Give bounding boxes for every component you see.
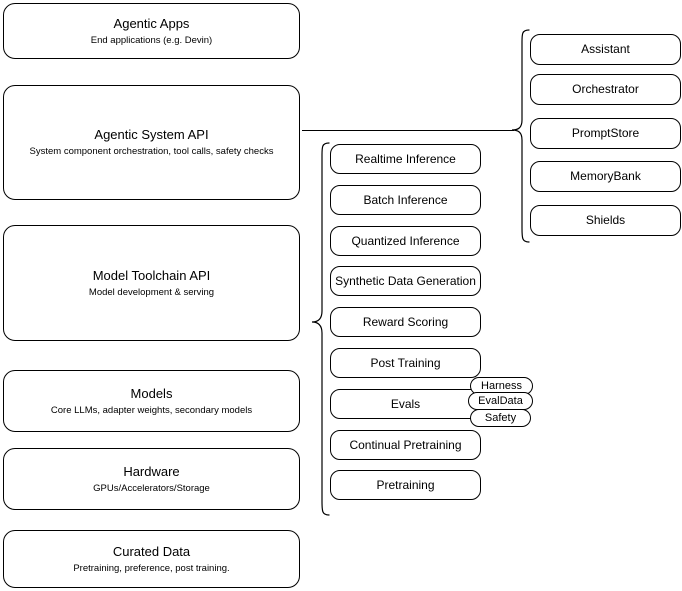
layer-subtitle: GPUs/Accelerators/Storage [93, 482, 210, 494]
evals-subitem-label: Safety [484, 411, 517, 424]
layer-title: Agentic System API [94, 127, 209, 142]
toolchain-label: Reward Scoring [362, 314, 449, 329]
evals-subitem-label: Harness [481, 379, 522, 392]
layer-subtitle: Pretraining, preference, post training. [73, 562, 230, 574]
toolchain-label: Synthetic Data Generation [335, 273, 476, 288]
layer-subtitle: Model development & serving [88, 286, 215, 298]
connector-horizontal-line [302, 130, 514, 131]
layer-subtitle: System component orchestration, tool cal… [29, 146, 274, 157]
evals-subitem-evaldata[interactable]: EvalData [468, 392, 533, 410]
component-label: Orchestrator [572, 82, 639, 96]
toolchain-label: Continual Pretraining [349, 437, 462, 452]
connector-system-api-to-components [302, 126, 514, 134]
layer-box-model-toolchain-api[interactable]: Model Toolchain API Model development & … [3, 225, 300, 341]
toolchain-box-synthetic-data-generation[interactable]: Synthetic Data Generation [330, 266, 481, 296]
evals-subitem-label: EvalData [478, 394, 523, 407]
component-box-promptstore[interactable]: PromptStore [530, 118, 681, 149]
toolchain-label: Pretraining [376, 477, 435, 492]
toolchain-box-reward-scoring[interactable]: Reward Scoring [330, 307, 481, 337]
toolchain-label: Batch Inference [363, 192, 448, 207]
layer-title: Curated Data [112, 543, 191, 559]
component-box-memorybank[interactable]: MemoryBank [530, 161, 681, 192]
toolchain-box-pretraining[interactable]: Pretraining [330, 470, 481, 500]
toolchain-box-quantized-inference[interactable]: Quantized Inference [330, 226, 481, 256]
layer-title: Models [130, 385, 173, 401]
toolchain-box-realtime-inference[interactable]: Realtime Inference [330, 144, 481, 174]
component-label: MemoryBank [570, 169, 641, 183]
toolchain-box-continual-pretraining[interactable]: Continual Pretraining [330, 430, 481, 460]
layer-box-curated-data[interactable]: Curated Data Pretraining, preference, po… [3, 530, 300, 588]
toolchain-box-evals[interactable]: Evals [330, 389, 481, 419]
layer-box-agentic-system-api[interactable]: Agentic System API System component orch… [3, 85, 300, 200]
component-box-assistant[interactable]: Assistant [530, 34, 681, 65]
layer-box-models[interactable]: Models Core LLMs, adapter weights, secon… [3, 370, 300, 432]
toolchain-label: Evals [390, 396, 421, 411]
layer-box-hardware[interactable]: Hardware GPUs/Accelerators/Storage [3, 448, 300, 510]
brace-system-components [511, 29, 530, 243]
layer-title: Agentic Apps [113, 15, 190, 31]
toolchain-box-post-training[interactable]: Post Training [330, 348, 481, 378]
toolchain-label: Post Training [370, 355, 441, 370]
layer-subtitle: Core LLMs, adapter weights, secondary mo… [50, 404, 253, 416]
layer-subtitle: End applications (e.g. Devin) [90, 34, 213, 46]
toolchain-label: Quantized Inference [351, 233, 460, 248]
toolchain-label: Realtime Inference [355, 151, 456, 166]
component-label: PromptStore [571, 126, 640, 140]
component-label: Assistant [581, 42, 630, 56]
layer-title: Model Toolchain API [92, 267, 211, 283]
component-label: Shields [585, 213, 626, 227]
component-box-shields[interactable]: Shields [530, 205, 681, 236]
layer-title: Hardware [123, 463, 180, 479]
brace-model-toolchain-capabilities [311, 142, 330, 516]
layer-box-agentic-apps[interactable]: Agentic Apps End applications (e.g. Devi… [3, 3, 300, 59]
toolchain-box-batch-inference[interactable]: Batch Inference [330, 185, 481, 215]
evals-subitem-safety[interactable]: Safety [470, 409, 531, 427]
component-box-orchestrator[interactable]: Orchestrator [530, 74, 681, 105]
